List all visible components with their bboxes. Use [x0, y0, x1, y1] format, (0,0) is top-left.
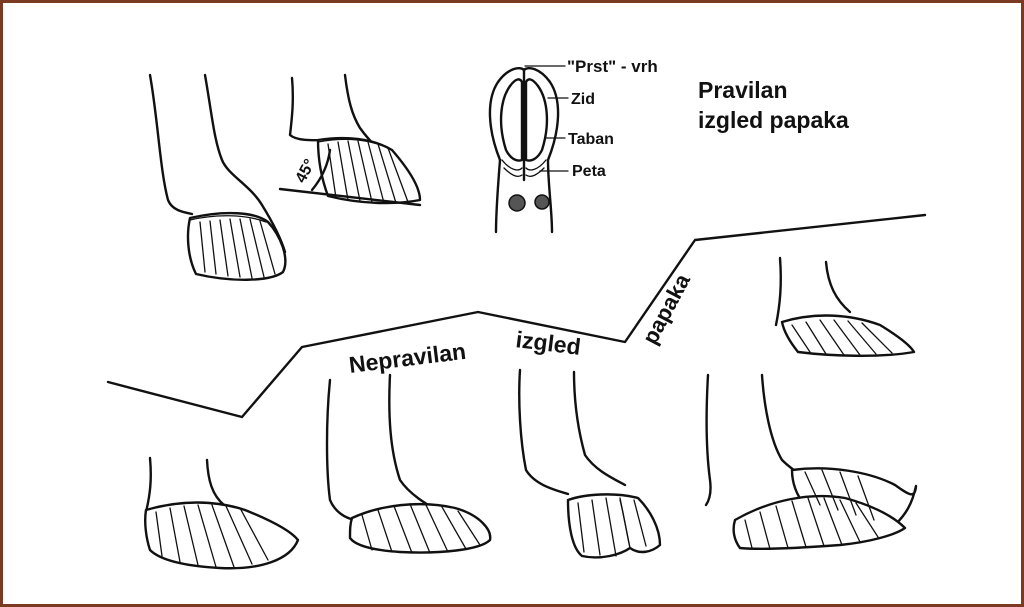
angle-label: 45°: [293, 157, 319, 186]
incorrect-hoof-bottom-2: [327, 375, 490, 553]
label-prst-vrh: "Prst" - vrh: [567, 57, 658, 76]
correct-hoof-side-view-1: [150, 75, 285, 280]
label-peta: Peta: [572, 163, 606, 180]
label-taban: Taban: [568, 131, 614, 148]
incorrect-hoof-bottom-3: [519, 370, 660, 557]
hoof-sole-view: [490, 66, 568, 232]
title-incorrect-word-1: Nepravilan: [347, 338, 467, 378]
correct-hoof-side-view-2: [280, 75, 420, 205]
title-correct-line-1: Pravilan: [698, 77, 788, 103]
title-incorrect-word-3: papaka: [637, 269, 695, 348]
incorrect-hoof-bottom-1: [145, 458, 298, 568]
title-correct-line-2: izgled papaka: [698, 107, 849, 133]
incorrect-hoof-long-toe: [776, 258, 914, 356]
label-zid: Zid: [571, 91, 595, 108]
incorrect-hoof-bottom-4: [706, 375, 916, 549]
